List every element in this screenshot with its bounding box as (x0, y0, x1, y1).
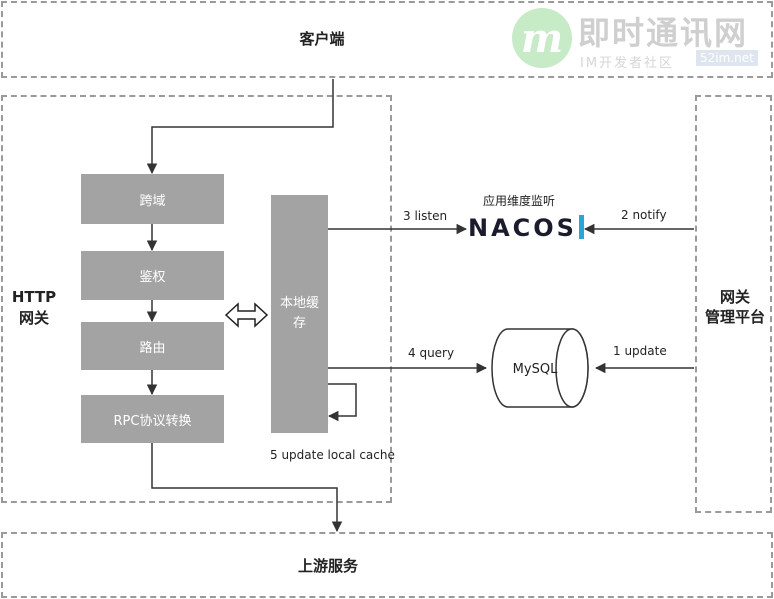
query-label: 4 query (408, 346, 455, 360)
pipeline-step-auth: 鉴权 (81, 251, 224, 300)
nacos-logo: NACOS (468, 214, 584, 242)
pipeline-to-upstream-arrow (151, 443, 343, 533)
admin-zone (695, 95, 772, 513)
pipeline-step-rpc: RPC协议转换 (81, 395, 224, 443)
admin-label-line1: 网关 (719, 288, 750, 306)
watermark-site: 52im.net (696, 50, 758, 66)
gateway-label-line1: HTTP (11, 288, 57, 306)
watermark-subtitle: IM开发者社区 (580, 56, 675, 71)
pipeline-step-cors: 跨域 (81, 174, 224, 224)
nacos-bar-icon (578, 215, 584, 239)
admin-label: 网关 管理平台 (698, 287, 772, 327)
local-cache-label-line1: 本地缓 (279, 296, 319, 311)
gateway-zone (1, 95, 392, 503)
nacos-logo-text: NACOS (468, 214, 577, 242)
nacos-caption: 应用维度监听 (483, 194, 556, 208)
local-cache-loop-arrow (327, 383, 357, 422)
watermark: m 即时通讯网 IM开发者社区 52im.net (512, 8, 762, 74)
update-label: 1 update (613, 344, 667, 358)
local-cache-label-line2: 存 (292, 316, 306, 331)
client-zone (1, 1, 773, 78)
upstream-zone (1, 532, 773, 598)
notify-label: 2 notify (621, 208, 667, 222)
client-label: 客户端 (299, 30, 345, 48)
bidirectional-arrow-icon (224, 302, 269, 328)
client-to-pipeline-arrow (146, 79, 334, 175)
listen-label: 3 listen (403, 209, 448, 223)
gateway-label-line2: 网关 (18, 309, 49, 327)
local-cache-update-label: 5 update local cache (270, 448, 395, 462)
local-cache-box: 本地缓 存 (271, 195, 328, 433)
mysql-cylinder-icon (491, 328, 589, 408)
watermark-title: 即时通讯网 (578, 14, 749, 52)
mysql-label: MySQL (512, 362, 558, 377)
admin-label-line2: 管理平台 (704, 308, 765, 326)
watermark-logo-icon: m (512, 8, 572, 68)
pipeline-step-routing: 路由 (81, 322, 224, 370)
upstream-label: 上游服务 (297, 557, 358, 575)
gateway-label: HTTP 网关 (8, 287, 60, 329)
